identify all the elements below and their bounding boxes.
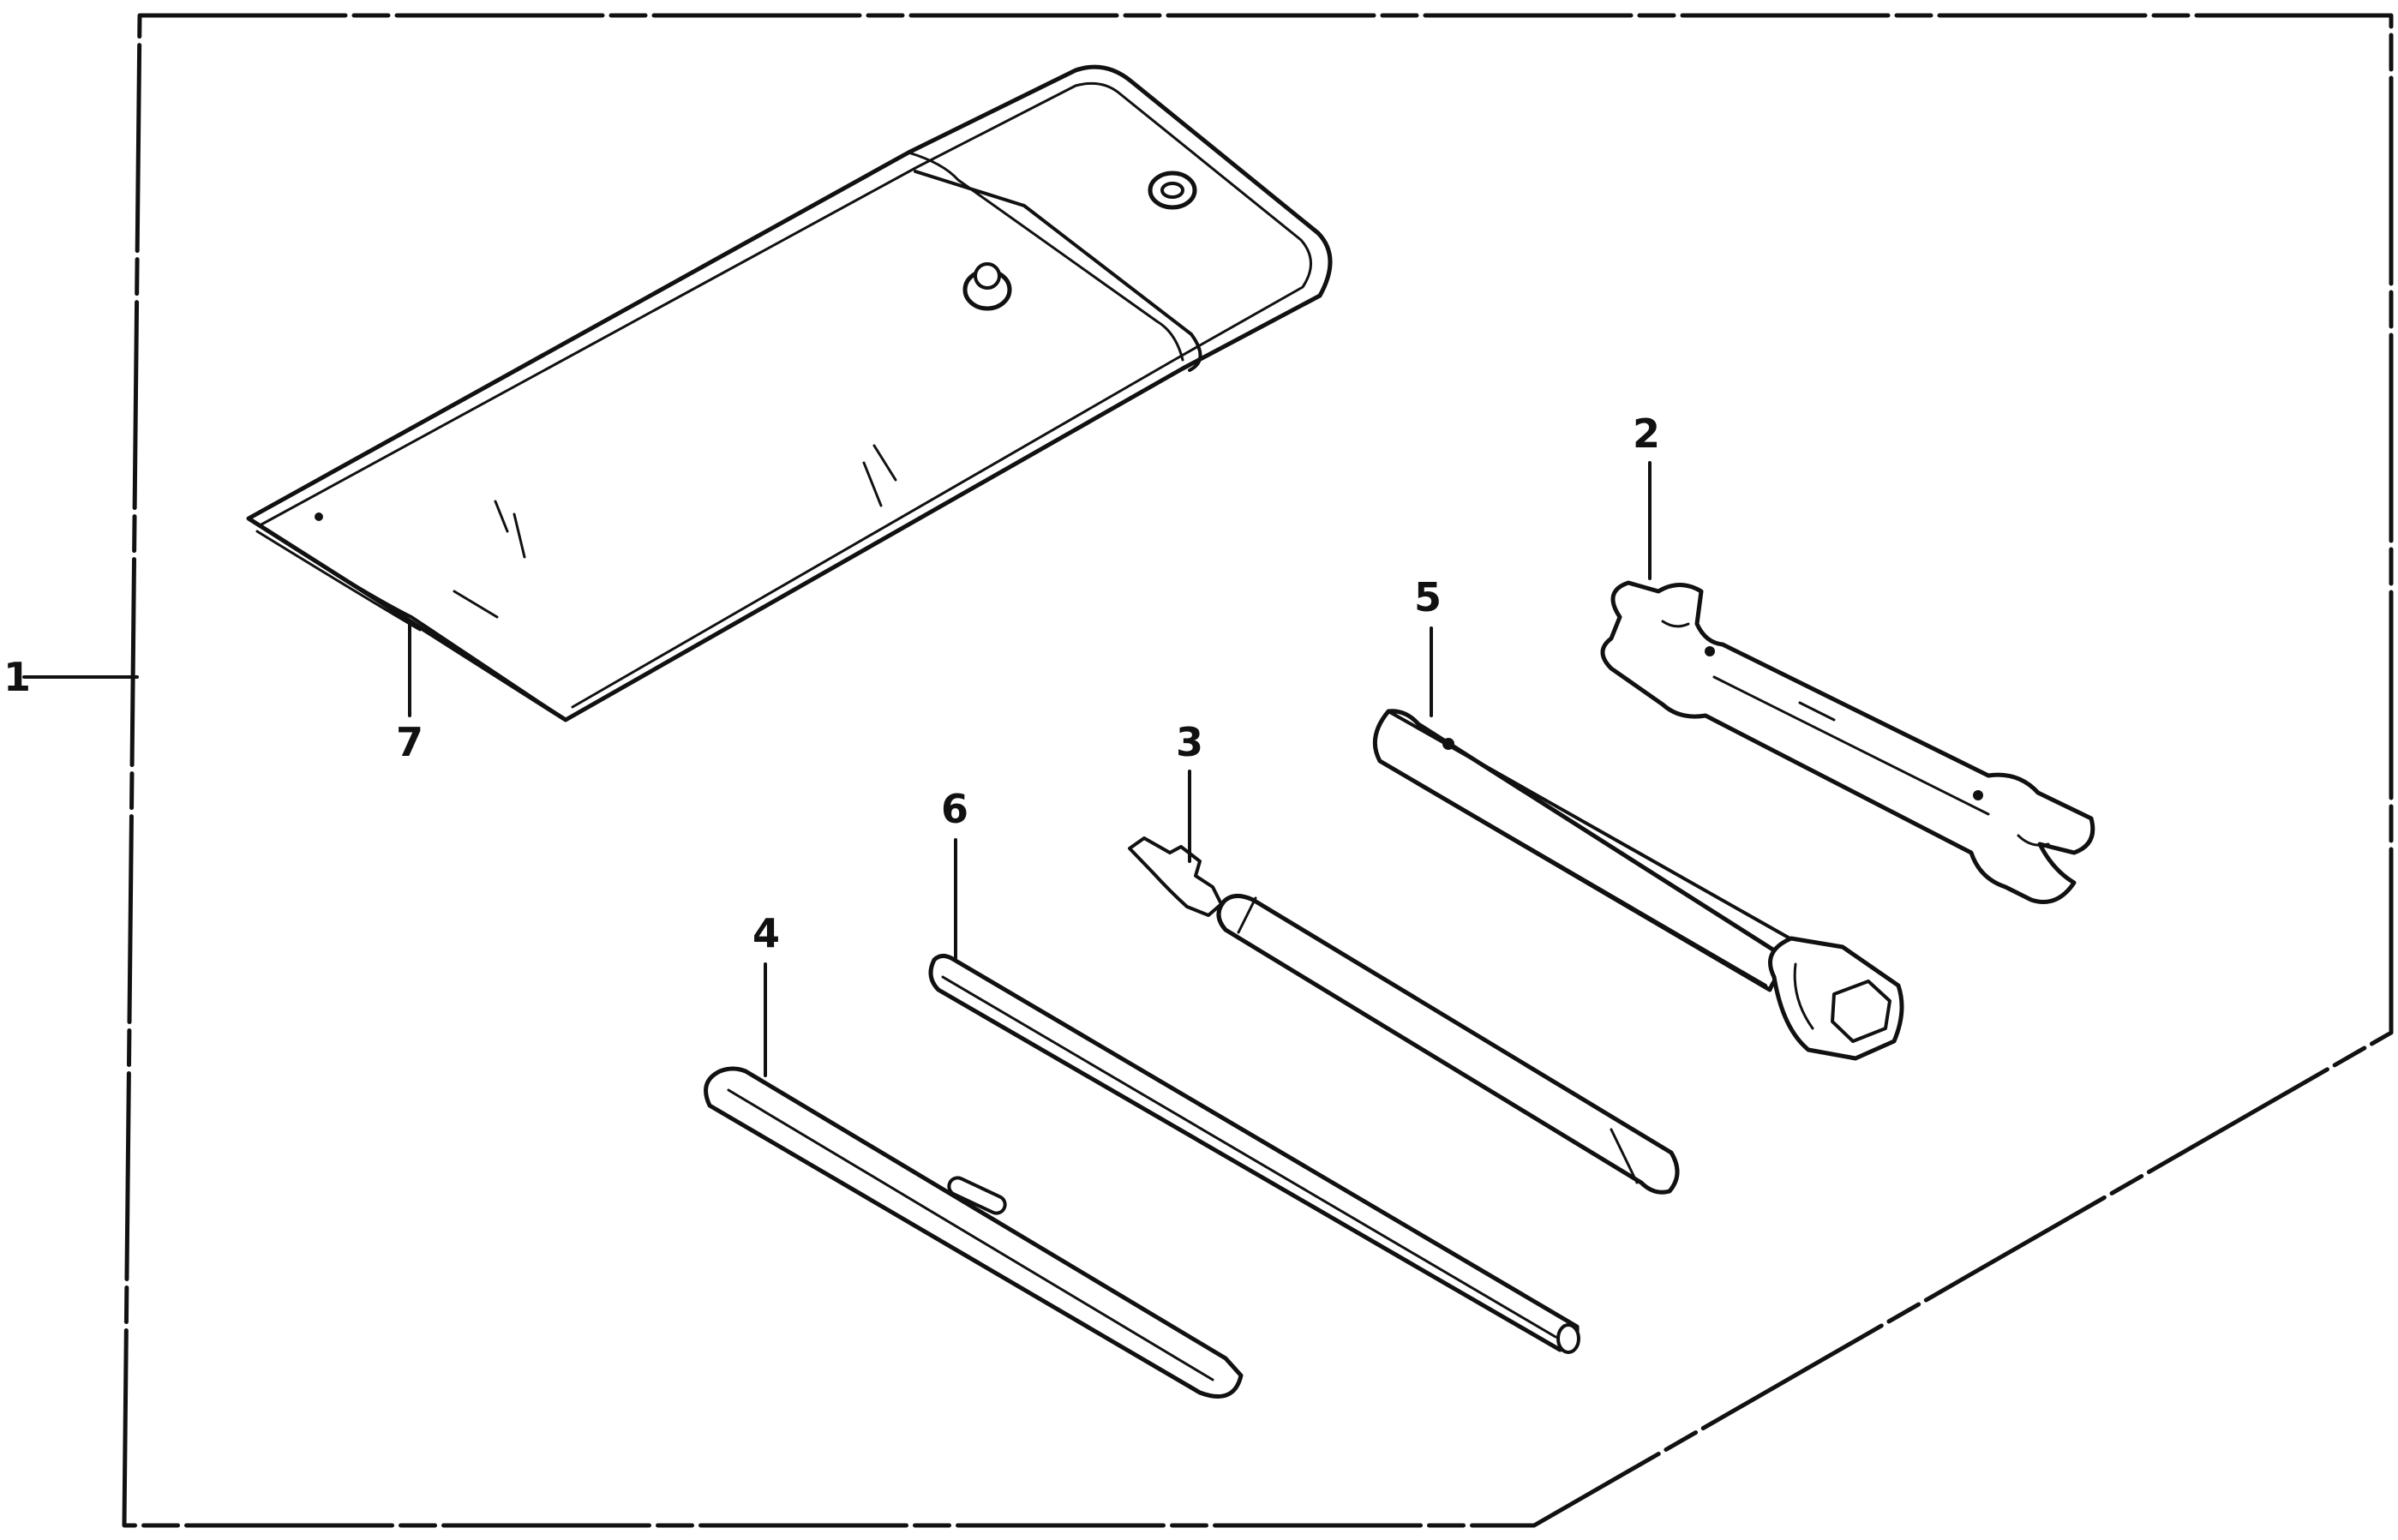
handle-bar xyxy=(704,1066,1244,1399)
callout-7-label: 7 xyxy=(396,719,423,765)
callout-3: 3 xyxy=(1176,719,1203,863)
callout-4-label: 4 xyxy=(752,910,780,956)
callout-2-label: 2 xyxy=(1633,410,1660,457)
tool-bag xyxy=(246,64,1333,722)
callout-6: 6 xyxy=(941,786,968,960)
callout-6-label: 6 xyxy=(941,786,968,832)
callout-7: 7 xyxy=(396,620,423,765)
screwdriver xyxy=(1128,836,1680,1195)
callout-1: 1 xyxy=(3,654,139,700)
callout-5: 5 xyxy=(1414,574,1442,717)
open-end-wrench xyxy=(1600,580,2095,904)
callout-2: 2 xyxy=(1633,410,1660,580)
extension-bar xyxy=(928,953,1580,1354)
spark-plug-wrench xyxy=(1372,709,1904,1061)
callout-3-label: 3 xyxy=(1176,719,1203,765)
kit-outline xyxy=(122,13,2394,1528)
callout-4: 4 xyxy=(752,910,780,1077)
callout-1-label: 1 xyxy=(3,654,31,700)
callout-5-label: 5 xyxy=(1414,574,1442,620)
